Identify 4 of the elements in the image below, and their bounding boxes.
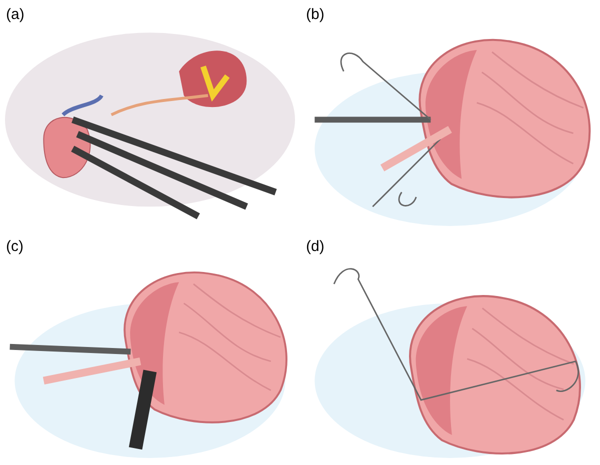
panel-label: (b) bbox=[306, 5, 324, 25]
panel-label: (c) bbox=[6, 237, 24, 257]
panel-label: (d) bbox=[306, 237, 324, 257]
panel-label: (a) bbox=[6, 5, 24, 25]
